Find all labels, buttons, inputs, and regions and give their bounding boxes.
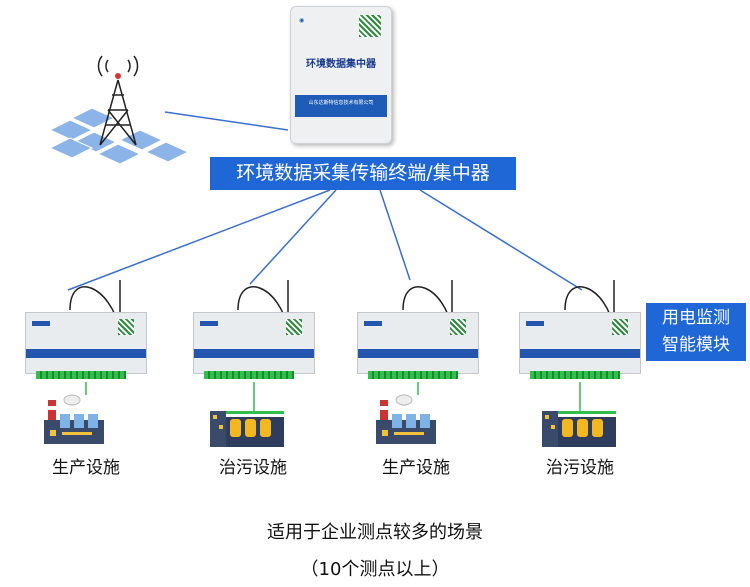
link-1 bbox=[67, 189, 331, 291]
tower-link bbox=[164, 111, 289, 131]
footer-line-2: （10个测点以上） bbox=[300, 559, 450, 580]
power-monitor-module bbox=[25, 312, 147, 379]
facility-label: 治污设施 bbox=[546, 458, 614, 478]
facility-label: 生产设施 bbox=[382, 458, 450, 478]
facility-label: 生产设施 bbox=[52, 458, 120, 478]
link-3 bbox=[379, 189, 411, 281]
module-label-line-1: 用电监测 bbox=[662, 308, 730, 328]
device-company: 山东达斯特信息技术有限公司 bbox=[295, 95, 387, 117]
power-monitor-module bbox=[519, 312, 641, 379]
brand-logo: ◉ bbox=[299, 17, 305, 24]
module-label: 用电监测 智能模块 bbox=[646, 303, 746, 361]
module-label-line-2: 智能模块 bbox=[662, 335, 730, 355]
footer-line-1: 适用于企业测点较多的场景 bbox=[267, 522, 483, 543]
hub-label: 环境数据采集传输终端/集中器 bbox=[210, 157, 516, 190]
treatment-plant-icon bbox=[542, 411, 616, 447]
data-concentrator-device: ◉ 环境数据集中器 山东达斯特信息技术有限公司 bbox=[290, 6, 392, 144]
signal-tower-icon bbox=[48, 55, 190, 165]
device-title: 环境数据集中器 bbox=[306, 59, 376, 70]
power-monitor-module bbox=[193, 312, 315, 379]
module-to-facility-links bbox=[85, 382, 581, 412]
factory-icon bbox=[376, 394, 436, 444]
factory-icon bbox=[44, 394, 104, 444]
treatment-plant-icon bbox=[210, 411, 284, 447]
facility-label: 治污设施 bbox=[219, 458, 287, 478]
link-2 bbox=[249, 189, 337, 285]
qr-code bbox=[359, 15, 381, 37]
link-4 bbox=[419, 189, 583, 291]
power-monitor-module bbox=[357, 312, 479, 379]
